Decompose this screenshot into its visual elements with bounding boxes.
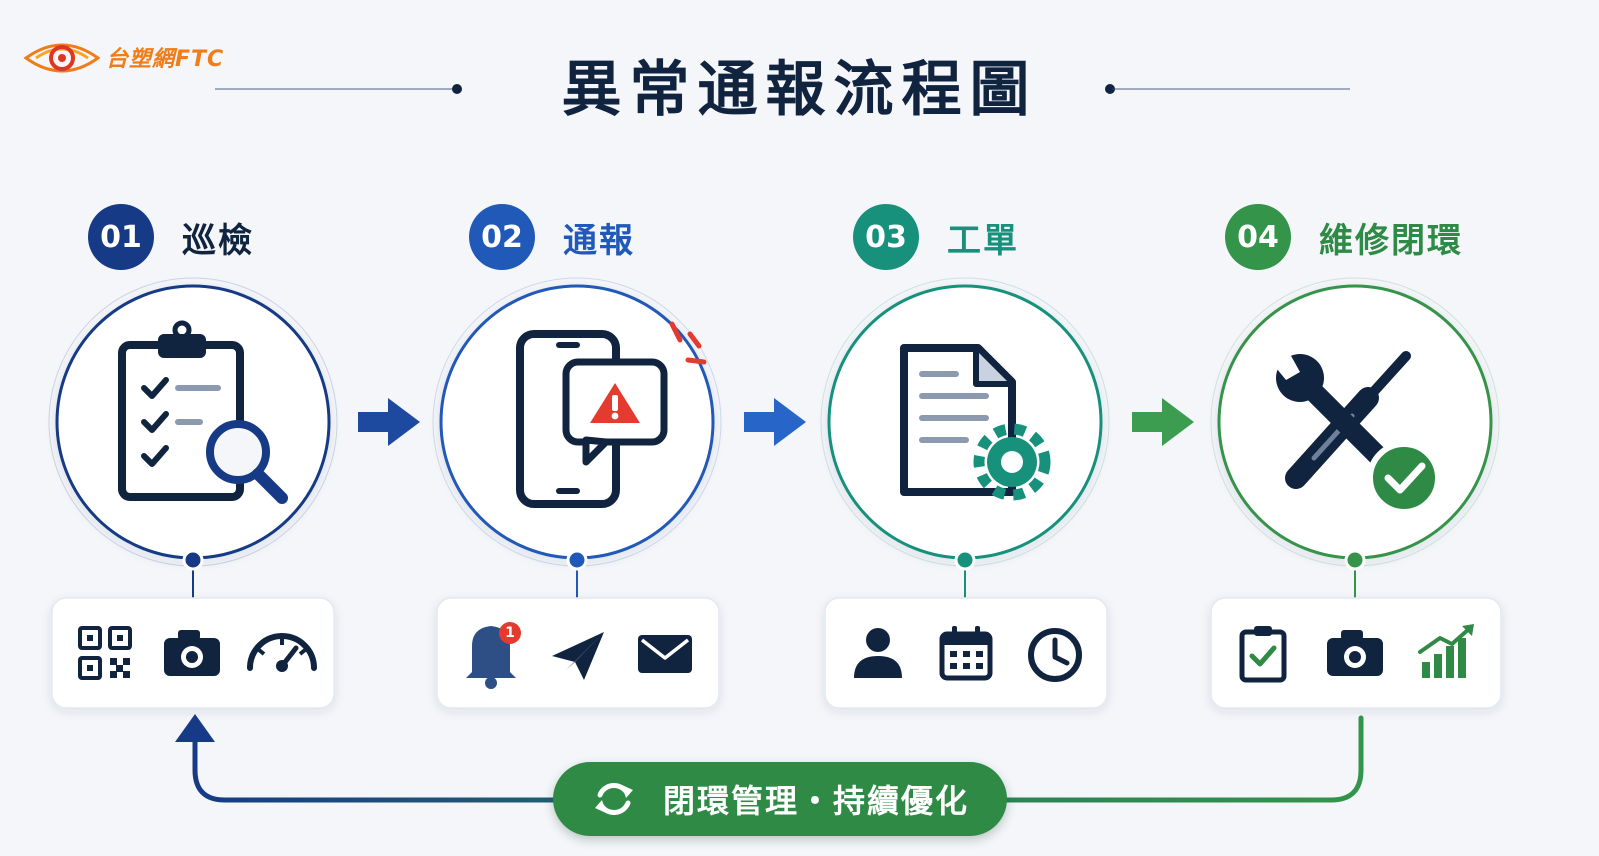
arrow-step1-to-step2 <box>358 398 420 446</box>
step-4-label: 維修閉環 <box>1319 220 1463 261</box>
step-1-label: 巡檢 <box>182 220 254 261</box>
step-2-label: 通報 <box>563 220 635 261</box>
bell-icon <box>466 622 521 689</box>
clock-icon <box>1028 628 1082 682</box>
loop-badge: 閉環管理・持續優化 <box>553 762 1007 836</box>
user-icon <box>854 628 902 678</box>
phone-alert-icon <box>516 321 707 508</box>
step-4-header: 04 維修閉環 <box>1225 204 1463 270</box>
loop-label: 閉環管理・持續優化 <box>662 782 969 820</box>
document-gear-icon <box>900 344 1051 501</box>
step-2-number: 02 <box>469 204 535 270</box>
brand-logo: 台塑網FTC <box>22 32 224 82</box>
clipboard-check-icon <box>1239 626 1287 683</box>
page-title: 異常通報流程圖 <box>561 55 1038 125</box>
title-decoration-right <box>1105 84 1350 94</box>
loop-arrow-head <box>175 714 215 742</box>
send-icon <box>552 632 604 680</box>
mail-icon <box>638 635 692 673</box>
growth-chart-icon <box>1418 624 1474 678</box>
notification-badge: 1 <box>505 625 515 641</box>
step-3-header: 03 工單 <box>853 204 1019 270</box>
logo-text: 台塑網FTC <box>106 47 225 72</box>
camera-icon <box>164 630 220 676</box>
camera-icon <box>1327 630 1383 676</box>
gauge-icon <box>247 633 317 672</box>
calendar-icon <box>939 626 993 681</box>
step-1-header: 01 巡檢 <box>88 204 254 270</box>
step-4-number: 04 <box>1225 204 1291 270</box>
step-3-label: 工單 <box>947 220 1019 261</box>
title-decoration-left <box>215 84 462 94</box>
clipboard-magnifier-icon <box>118 320 288 504</box>
step-1-number: 01 <box>88 204 154 270</box>
wrench-screwdriver-check-icon <box>1268 351 1441 515</box>
step-2-header: 02 通報 <box>469 204 635 270</box>
arrow-step2-to-step3 <box>744 398 806 446</box>
qr-code-icon <box>78 626 132 680</box>
step-3-number: 03 <box>853 204 919 270</box>
refresh-icon <box>594 782 633 816</box>
arrow-step3-to-step4 <box>1132 398 1194 446</box>
eye-logo-icon <box>23 43 100 73</box>
